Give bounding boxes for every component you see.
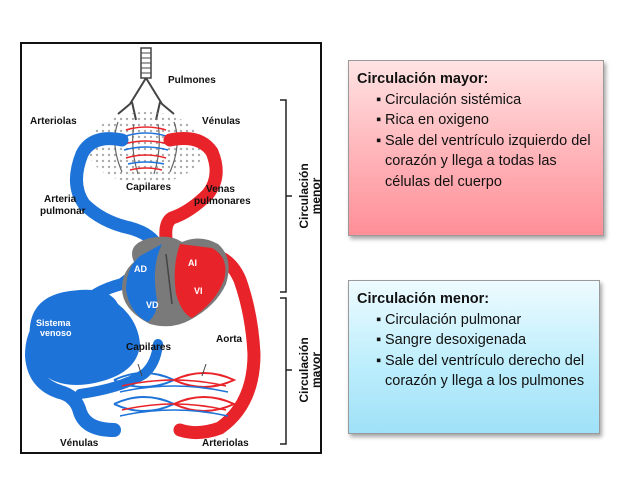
- systemic-capillaries-icon: [113, 363, 237, 417]
- arterial-vessels: [159, 132, 261, 440]
- label-venulas-top: Vénulas: [202, 116, 241, 127]
- label-circulacion-mayor-2: mayor: [309, 352, 320, 388]
- circulacion-menor-title: Circulación menor:: [357, 291, 490, 307]
- label-venoso: venoso: [40, 328, 72, 338]
- lung-alveoli-icon: [88, 112, 204, 184]
- label-vi: VI: [194, 286, 203, 296]
- label-circulacion-menor-2: menor: [309, 177, 320, 214]
- venous-system-shape: [29, 289, 140, 385]
- bullet-icon: ▪: [376, 112, 382, 128]
- list-item: ▪Circulación sistémica: [376, 90, 593, 111]
- trachea-icon: [117, 47, 175, 121]
- label-venulas-bottom: Vénulas: [60, 438, 99, 449]
- label-ai: AI: [188, 258, 197, 268]
- label-arteria: Arteria: [44, 194, 77, 205]
- label-pulmonar: pulmonar: [40, 206, 86, 217]
- label-venas: Venas: [206, 184, 235, 195]
- label-sistema: Sistema: [36, 318, 72, 328]
- circulation-diagram: Pulmones Arteriolas Vénulas Capilares Ar…: [20, 42, 322, 454]
- label-capilares-top: Capilares: [126, 182, 171, 193]
- bullet-icon: ▪: [376, 352, 382, 369]
- list-item-text: Circulación sistémica: [385, 91, 522, 108]
- brace-menor: [280, 99, 292, 293]
- list-item: ▪Sale del ventrículo derecho del corazón…: [376, 351, 589, 392]
- list-item-text: Rica en oxigeno: [385, 112, 489, 128]
- label-ad: AD: [134, 264, 147, 274]
- label-vd: VD: [146, 300, 159, 310]
- label-aorta: Aorta: [216, 334, 243, 345]
- list-item: ▪Rica en oxigeno: [376, 110, 593, 131]
- circulacion-mayor-title: Circulación mayor:: [357, 71, 489, 87]
- circulation-diagram-svg: Pulmones Arteriolas Vénulas Capilares Ar…: [25, 47, 320, 449]
- label-pulmones: Pulmones: [168, 75, 216, 86]
- list-item: ▪Sangre desoxigenada: [376, 330, 589, 351]
- circulacion-mayor-box: Circulación mayor: ▪Circulación sistémic…: [348, 60, 604, 236]
- list-item: ▪Sale del ventrículo izquierdo del coraz…: [376, 131, 593, 193]
- list-item-text: Sale del ventrículo izquierdo del corazó…: [385, 132, 591, 190]
- list-item: ▪Circulación pulmonar: [376, 310, 589, 331]
- list-item-text: Sale del ventrículo derecho del corazón …: [385, 352, 585, 390]
- label-arteriolas-bottom: Arteriolas: [202, 438, 249, 449]
- label-pulmonares: pulmonares: [194, 196, 251, 207]
- label-arteriolas-top: Arteriolas: [30, 116, 77, 127]
- list-item-text: Circulación pulmonar: [385, 311, 522, 328]
- heart-icon: [122, 236, 229, 327]
- label-circulacion-menor-1: Circulación: [297, 163, 311, 228]
- bullet-icon: ▪: [376, 132, 382, 149]
- bullet-icon: ▪: [376, 91, 382, 108]
- brace-mayor: [280, 297, 292, 445]
- list-item-text: Sangre desoxigenada: [385, 332, 527, 348]
- label-circulacion-mayor-1: Circulación: [297, 337, 311, 402]
- circulacion-mayor-list: ▪Circulación sistémica ▪Rica en oxigeno …: [357, 90, 593, 193]
- circulacion-menor-list: ▪Circulación pulmonar ▪Sangre desoxigena…: [357, 310, 589, 392]
- bullet-icon: ▪: [376, 311, 382, 328]
- circulacion-menor-box: Circulación menor: ▪Circulación pulmonar…: [348, 280, 600, 434]
- label-capilares-bottom: Capilares: [126, 342, 171, 353]
- bullet-icon: ▪: [376, 332, 382, 348]
